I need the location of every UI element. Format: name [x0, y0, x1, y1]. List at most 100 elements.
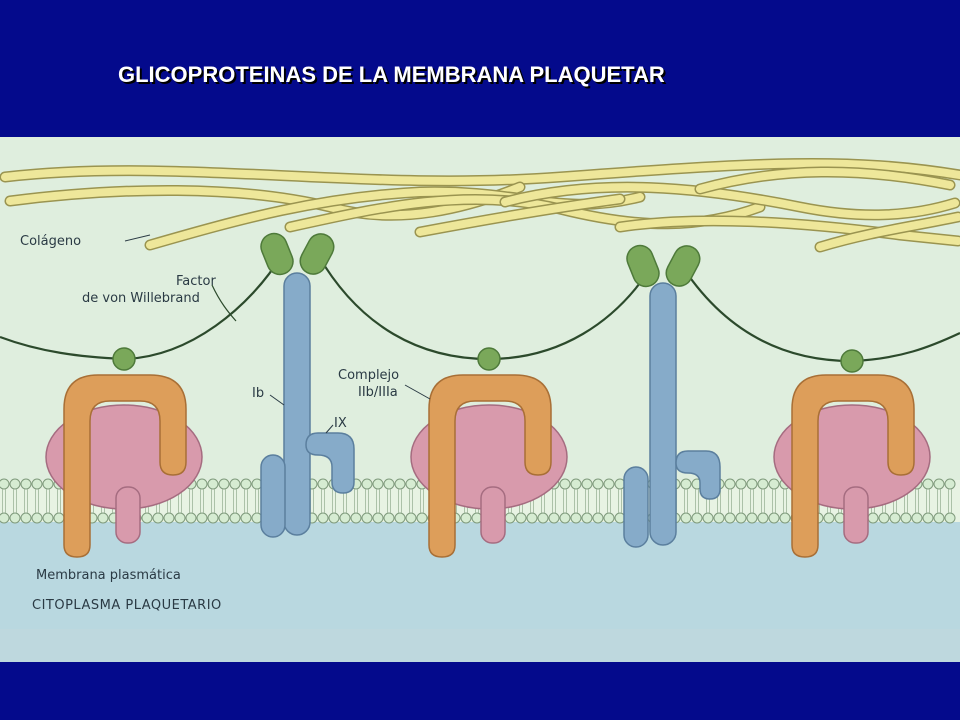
lipid-head: [592, 512, 604, 524]
lipid-head: [0, 478, 10, 490]
lipid-head: [779, 512, 791, 524]
gp-ib-ligand-head: [626, 244, 660, 288]
vwf-strand: [851, 332, 960, 363]
lipid-tail: [585, 489, 589, 513]
lipid-head: [31, 478, 43, 490]
lipid-head: [9, 512, 21, 524]
gp-ib-ix-complex: [260, 232, 355, 538]
label-pointer-lines: [124, 234, 431, 434]
lipid-head: [240, 478, 252, 490]
lipid-tail: [563, 489, 567, 513]
label-ib: Ib: [252, 386, 264, 401]
lipid-tail: [948, 489, 952, 513]
vwf-strand: [488, 268, 651, 361]
lipid-head: [229, 512, 241, 524]
lipid-head: [603, 512, 615, 524]
gp-ib-ix-complex: [623, 244, 721, 548]
collagen-fiber: [501, 183, 959, 219]
lipid-head: [339, 512, 351, 524]
lipid-tail: [2, 489, 6, 513]
lipid-head: [944, 478, 956, 490]
collagen-pointer-line: [124, 234, 151, 242]
lipid-head: [548, 512, 560, 524]
label-cytoplasm: CITOPLASMA PLAQUETARIO: [32, 598, 222, 613]
gp-iiia-tail: [480, 486, 506, 544]
label-complex-line2: IIb/IIIa: [358, 385, 398, 400]
lipid-head: [746, 478, 758, 490]
lipid-tail: [46, 489, 50, 513]
lipid-tail: [728, 489, 732, 513]
lipid-tail: [13, 489, 17, 513]
lipid-head: [42, 478, 54, 490]
lipid-head: [724, 478, 736, 490]
lipid-head: [559, 478, 571, 490]
lipid-tail: [35, 489, 39, 513]
lipid-head: [240, 512, 252, 524]
lipid-tail: [321, 489, 325, 513]
lipid-head: [196, 478, 208, 490]
lipid-head: [20, 478, 32, 490]
lipid-head: [911, 512, 923, 524]
lipid-head: [361, 478, 373, 490]
label-ix: IX: [334, 416, 347, 431]
von-willebrand-factor-strands: [0, 254, 960, 363]
collagen-fiber: [816, 213, 960, 251]
lipid-tail: [574, 489, 578, 513]
lipid-head: [592, 478, 604, 490]
vwf-binding-head: [112, 347, 136, 371]
lipid-head: [218, 478, 230, 490]
lipid-head: [152, 512, 164, 524]
lipid-head: [526, 512, 538, 524]
lipid-head: [515, 512, 527, 524]
lipid-head: [97, 512, 109, 524]
lipid-head: [405, 478, 417, 490]
gp-iiia-tail: [115, 486, 141, 544]
lipid-head: [383, 512, 395, 524]
gp-iib-orange-subunit: [428, 374, 552, 558]
slide-title: GLICOPROTEINAS DE LA MEMBRANA PLAQUETAR: [118, 62, 665, 87]
lipid-head: [713, 512, 725, 524]
gp-iib-iiia-complex: [45, 347, 203, 558]
lipid-head: [922, 478, 934, 490]
lipid-head: [317, 512, 329, 524]
lipid-head: [0, 512, 10, 524]
lipid-head: [878, 512, 890, 524]
lipid-head: [933, 478, 945, 490]
lipid-head: [768, 478, 780, 490]
ib-pointer-line: [269, 394, 285, 406]
lipid-tail: [695, 489, 699, 513]
lipid-head: [207, 512, 219, 524]
vwf-pointer-line: [211, 284, 237, 322]
collagen-fiber: [416, 195, 624, 236]
gp-iib-orange-subunit: [791, 374, 915, 558]
lipid-head: [141, 512, 153, 524]
vwf-strand: [0, 335, 125, 361]
lipid-head: [944, 512, 956, 524]
collagen-fibers: [0, 158, 960, 253]
gp-ix-subunit: [305, 432, 355, 494]
lipid-head: [196, 512, 208, 524]
lipid-head: [42, 512, 54, 524]
lipid-head: [405, 512, 417, 524]
gp-ix-subunit: [675, 450, 721, 500]
lipid-head: [680, 512, 692, 524]
lipid-head: [20, 512, 32, 524]
lipid-tail: [244, 489, 248, 513]
lipid-head: [889, 512, 901, 524]
lipid-head: [350, 512, 362, 524]
lipid-tail: [772, 489, 776, 513]
lipid-head: [53, 512, 65, 524]
vwf-strand: [123, 254, 283, 361]
label-vwf-line2: de von Willebrand: [82, 291, 200, 306]
lipid-tail: [596, 489, 600, 513]
lipid-tail: [552, 489, 556, 513]
lipid-head: [372, 512, 384, 524]
lipid-tail: [739, 489, 743, 513]
lipid-head: [361, 512, 373, 524]
vwf-strand: [317, 254, 490, 361]
lipid-tail: [420, 489, 424, 513]
lipid-head: [691, 512, 703, 524]
lipid-tail: [233, 489, 237, 513]
lipid-tail: [387, 489, 391, 513]
lipid-tail: [376, 489, 380, 513]
